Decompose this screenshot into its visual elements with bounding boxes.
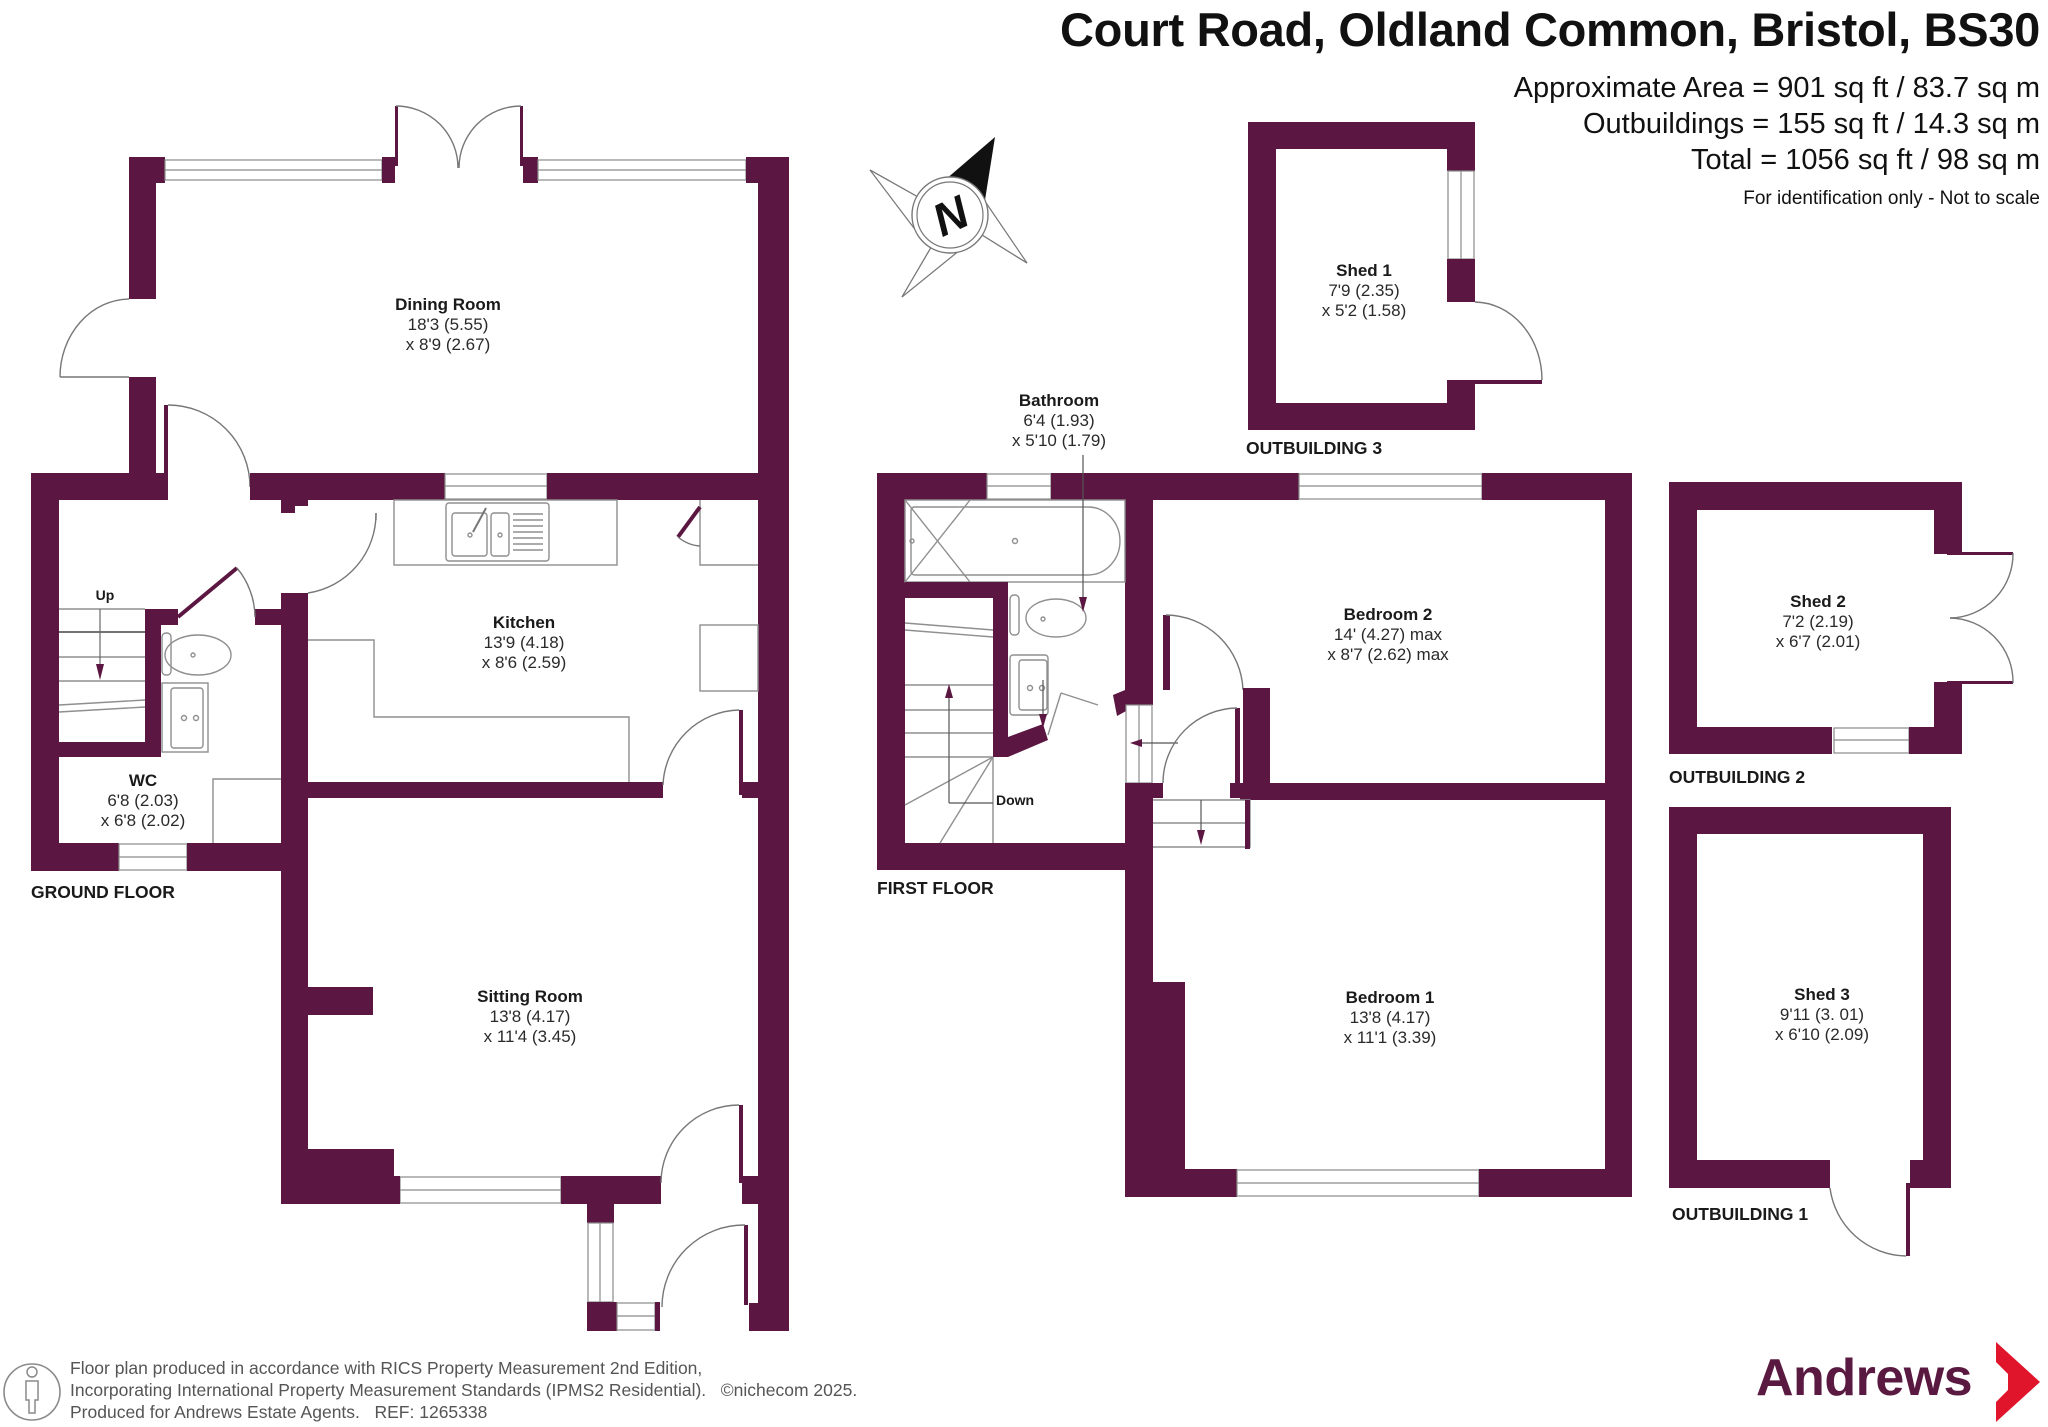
approximate-area: Approximate Area = 901 sq ft / 83.7 sq m xyxy=(1513,72,2040,104)
room-label-kitchen: Kitchen 13'9 (4.18) x 8'6 (2.59) xyxy=(482,613,567,672)
room-label-bedroom2: Bedroom 2 14' (4.27) max x 8'7 (2.62) ma… xyxy=(1327,605,1449,664)
reference-number: REF: 1265338 xyxy=(374,1402,488,1422)
room-label-shed2: Shed 2 7'2 (2.19) x 6'7 (2.01) xyxy=(1776,592,1861,651)
footer-line-2: Incorporating International Property Mea… xyxy=(70,1380,858,1400)
svg-text:Bedroom 2: Bedroom 2 xyxy=(1344,605,1433,624)
room-label-wc: WC 6'8 (2.03) x 6'8 (2.02) xyxy=(101,771,186,830)
stairs-down-label: Down xyxy=(996,792,1034,808)
room-label-shed1: Shed 1 7'9 (2.35) x 5'2 (1.58) xyxy=(1322,261,1407,320)
property-address-title: Court Road, Oldland Common, Bristol, BS3… xyxy=(1060,3,2040,56)
svg-text:x 8'7 (2.62) max: x 8'7 (2.62) max xyxy=(1327,645,1449,664)
room-label-shed3: Shed 3 9'11 (3. 01) x 6'10 (2.09) xyxy=(1775,985,1869,1044)
svg-text:14' (4.27) max: 14' (4.27) max xyxy=(1334,625,1443,644)
outbuilding-2-label: OUTBUILDING 2 xyxy=(1669,767,1805,787)
svg-text:9'11 (3. 01): 9'11 (3. 01) xyxy=(1780,1005,1864,1024)
bathroom-toilet-icon xyxy=(1009,594,1087,638)
copyright: ©nichecom 2025. xyxy=(720,1380,858,1400)
svg-text:x 5'2 (1.58): x 5'2 (1.58) xyxy=(1322,301,1407,320)
toilet-icon xyxy=(161,632,232,676)
svg-text:6'8 (2.03): 6'8 (2.03) xyxy=(107,791,178,810)
svg-text:Sitting Room: Sitting Room xyxy=(477,987,583,1006)
svg-text:Shed 3: Shed 3 xyxy=(1794,985,1850,1004)
outbuilding-1-label: OUTBUILDING 1 xyxy=(1672,1204,1808,1224)
svg-text:x 8'9 (2.67): x 8'9 (2.67) xyxy=(406,335,491,354)
room-label-dining: Dining Room 18'3 (5.55) x 8'9 (2.67) xyxy=(395,295,501,354)
svg-text:Shed 2: Shed 2 xyxy=(1790,592,1846,611)
svg-text:18'3 (5.55): 18'3 (5.55) xyxy=(408,315,489,334)
svg-text:Shed 1: Shed 1 xyxy=(1336,261,1392,280)
outbuilding-1-plan: OUTBUILDING 1 Shed 3 9'11 (3. 01) x 6'10… xyxy=(1669,807,1951,1257)
outbuilding-2-plan: OUTBUILDING 2 Shed 2 7'2 (2.19) x 6'7 (2… xyxy=(1669,482,2014,787)
footer-disclaimer: Floor plan produced in accordance with R… xyxy=(70,1357,857,1423)
room-label-bedroom1: Bedroom 1 13'8 (4.17) x 11'1 (3.39) xyxy=(1344,988,1437,1047)
brand-name: Andrews xyxy=(1756,1349,1973,1407)
svg-text:x 5'10 (1.79): x 5'10 (1.79) xyxy=(1012,431,1106,450)
svg-text:x 11'1 (3.39): x 11'1 (3.39) xyxy=(1344,1028,1437,1047)
ground-floor-label: GROUND FLOOR xyxy=(31,882,175,902)
svg-text:x 6'7 (2.01): x 6'7 (2.01) xyxy=(1776,632,1861,651)
total-area: Total = 1056 sq ft / 98 sq m xyxy=(1690,144,2040,176)
first-floor-label: FIRST FLOOR xyxy=(877,878,994,898)
ground-floor-plan: Up xyxy=(31,105,789,1331)
svg-text:x 6'10 (2.09): x 6'10 (2.09) xyxy=(1775,1025,1869,1044)
svg-text:13'9 (4.18): 13'9 (4.18) xyxy=(484,633,565,652)
svg-text:7'9 (2.35): 7'9 (2.35) xyxy=(1328,281,1399,300)
outbuilding-3-plan: OUTBUILDING 3 Shed 1 7'9 (2.35) x 5'2 (1… xyxy=(1246,122,1543,458)
svg-text:x 6'8 (2.02): x 6'8 (2.02) xyxy=(101,811,186,830)
svg-text:Bathroom: Bathroom xyxy=(1019,391,1099,410)
outbuildings-area: Outbuildings = 155 sq ft / 14.3 sq m xyxy=(1582,108,2040,140)
svg-text:Kitchen: Kitchen xyxy=(493,613,555,632)
first-floor-plan: Down FIRST FLOOR Bathroom 6'4 (1.93) x 5… xyxy=(877,391,1632,1197)
svg-text:7'2 (2.19): 7'2 (2.19) xyxy=(1782,612,1853,631)
svg-text:13'8 (4.17): 13'8 (4.17) xyxy=(490,1007,571,1026)
footer-line-1: Floor plan produced in accordance with R… xyxy=(70,1358,703,1378)
kitchen-worktop xyxy=(308,499,759,782)
bath-icon xyxy=(904,499,1126,583)
compass-north-icon: N xyxy=(869,137,1028,298)
footer-line-3: Produced for Andrews Estate Agents. REF:… xyxy=(70,1402,488,1422)
person-scale-icon xyxy=(3,1363,61,1421)
stairs-up-label: Up xyxy=(96,587,115,603)
svg-text:13'8 (4.17): 13'8 (4.17) xyxy=(1350,1008,1431,1027)
scale-disclaimer: For identification only - Not to scale xyxy=(1743,188,2040,209)
outbuilding-3-label: OUTBUILDING 3 xyxy=(1246,438,1382,458)
svg-text:Bedroom 1: Bedroom 1 xyxy=(1346,988,1435,1007)
bathroom-basin-icon xyxy=(1009,654,1049,716)
andrews-logo: Andrews xyxy=(1756,1342,2046,1427)
svg-text:x 8'6 (2.59): x 8'6 (2.59) xyxy=(482,653,567,672)
brand-chevron-icon xyxy=(1996,1342,2040,1422)
room-label-sitting: Sitting Room 13'8 (4.17) x 11'4 (3.45) xyxy=(477,987,583,1046)
wc-basin-icon xyxy=(161,682,209,753)
svg-text:WC: WC xyxy=(129,771,157,790)
kitchen-sink-icon xyxy=(445,502,550,562)
room-label-bathroom: Bathroom 6'4 (1.93) x 5'10 (1.79) xyxy=(1012,391,1106,450)
svg-text:6'4 (1.93): 6'4 (1.93) xyxy=(1023,411,1094,430)
svg-text:Dining Room: Dining Room xyxy=(395,295,501,314)
svg-text:x 11'4 (3.45): x 11'4 (3.45) xyxy=(484,1027,577,1046)
